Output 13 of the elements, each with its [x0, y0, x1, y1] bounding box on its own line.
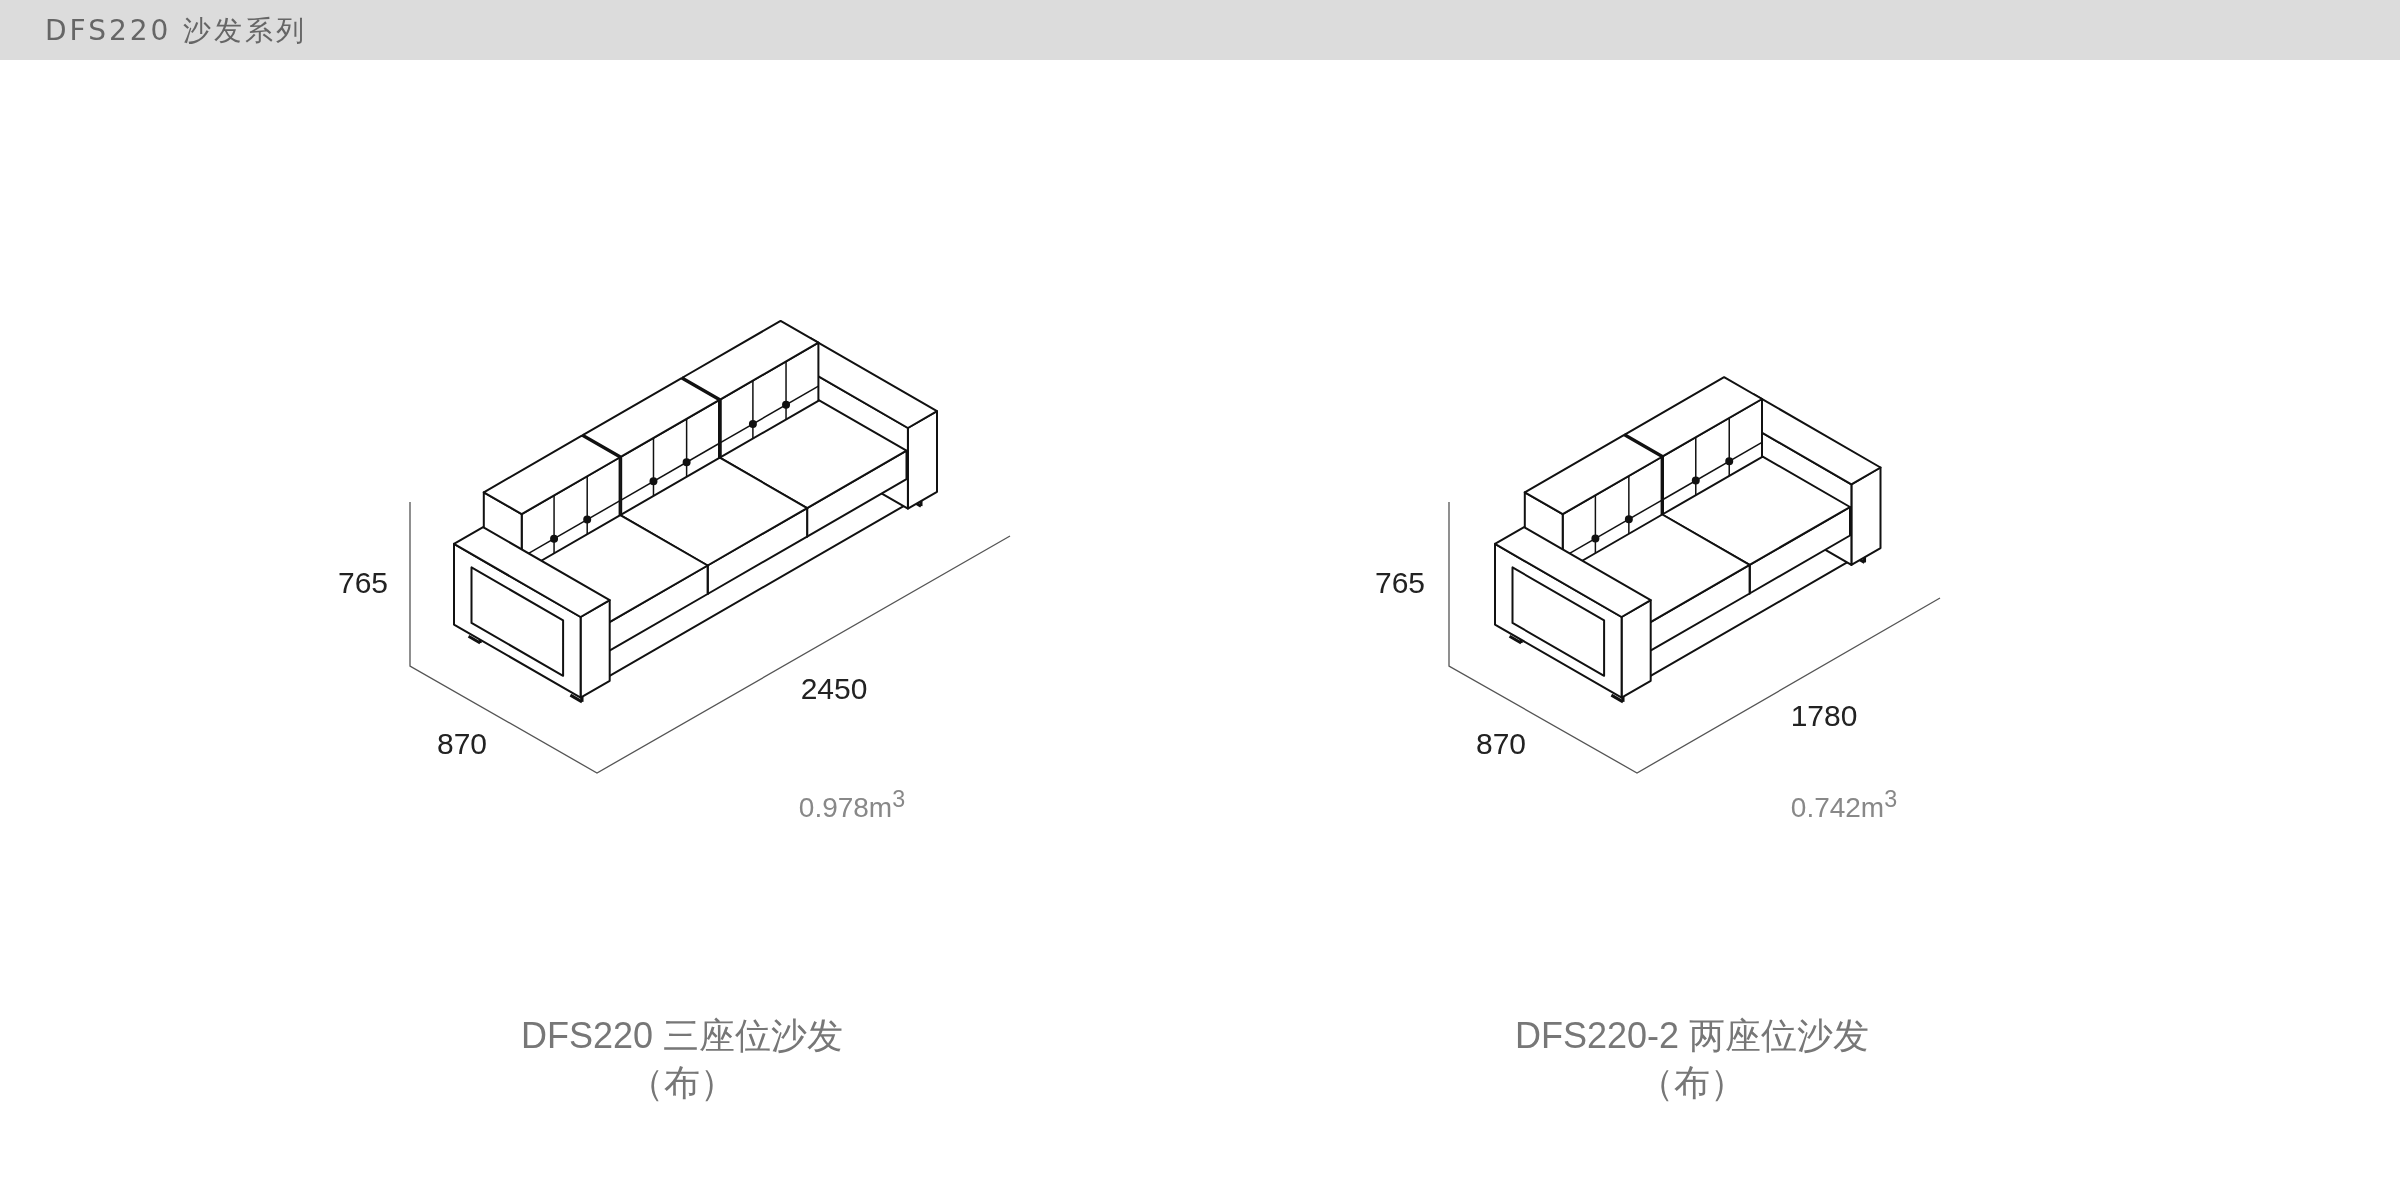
dimension-label: 2450 — [800, 672, 868, 706]
material-caption: （布） — [628, 1060, 736, 1105]
page-title: DFS220 沙发系列 — [45, 13, 308, 49]
volume-label: 0.742m$^{3}$ — [1790, 785, 1898, 825]
volume-label: 0.978m$^{3}$ — [798, 785, 906, 825]
dimension-label: 1780 — [1790, 699, 1858, 733]
dimension-label: 765 — [337, 566, 389, 600]
product-caption: DFS220-2 两座位沙发 — [1514, 1013, 1870, 1058]
dimension-label: 765 — [1374, 566, 1426, 600]
material-caption: （布） — [1638, 1060, 1746, 1105]
product-caption: DFS220 三座位沙发 — [520, 1013, 844, 1058]
dimension-label: 870 — [436, 727, 488, 761]
dimension-label: 870 — [1475, 727, 1527, 761]
